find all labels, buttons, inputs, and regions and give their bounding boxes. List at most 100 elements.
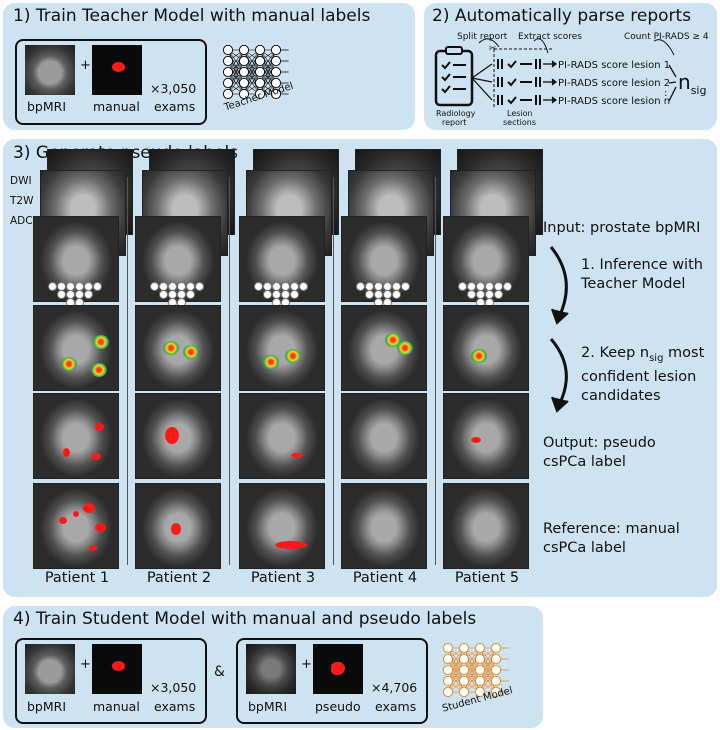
- heatmap-blob: [93, 335, 109, 349]
- step-reference: Reference: manual csPCa label: [543, 521, 680, 556]
- network-edge: [479, 658, 497, 693]
- lesion-sections-label: Lesion: [507, 109, 533, 118]
- step-inference: 1. Inference with Teacher Model: [581, 257, 703, 292]
- reference-label-scan: [341, 483, 427, 569]
- network-node: [195, 282, 204, 291]
- network-node: [442, 653, 454, 665]
- heatmap-blob: [163, 341, 179, 355]
- pseudo-label-scan: [239, 393, 325, 479]
- plus-sign: +: [80, 657, 91, 672]
- network-node: [270, 55, 282, 67]
- network-node: [299, 282, 308, 291]
- teacher-model-mini-icon: [254, 282, 309, 308]
- heatmap-blob: [397, 341, 413, 355]
- bpmri-label: bpMRI: [27, 99, 67, 114]
- network-node: [458, 675, 470, 687]
- panel-1-title: 1) Train Teacher Model with manual label…: [13, 6, 371, 26]
- network-node: [356, 282, 365, 291]
- pipeline-arrows: [549, 246, 569, 413]
- lesion-mask: [112, 661, 125, 671]
- exam-count-unit: exams: [154, 99, 196, 114]
- n-sig-label: nsig: [678, 70, 706, 97]
- network-node: [238, 55, 250, 67]
- reference-lesion: [83, 503, 95, 513]
- network-edge: [447, 658, 465, 693]
- pseudo-lesion: [95, 423, 104, 431]
- reference-lesion: [95, 523, 106, 532]
- lesion-mask: [331, 662, 345, 675]
- bpmri-label: bpMRI: [27, 699, 67, 714]
- network-node: [254, 66, 266, 78]
- reference-lesion: [89, 545, 97, 551]
- lesion-mask: [112, 62, 125, 72]
- split-report-caption: Split report: [457, 32, 508, 42]
- network-node: [48, 282, 57, 291]
- step-output: Output: pseudo csPCa label: [543, 435, 656, 470]
- sequence-label-dwi: DWI: [10, 175, 32, 187]
- network-node: [494, 290, 503, 299]
- network-node: [442, 664, 454, 676]
- network-node: [263, 290, 272, 299]
- step-2-prefix: 2. Keep n: [581, 345, 650, 361]
- patient-separator: [333, 177, 334, 565]
- reference-label-scan: [443, 483, 529, 569]
- radiology-report-label-2: report: [442, 118, 467, 127]
- heatmap-blob: [91, 363, 107, 377]
- patient-label: Patient 5: [454, 570, 520, 586]
- panel-4-title: 4) Train Student Model with manual and p…: [13, 609, 477, 629]
- heatmap-blob: [61, 357, 77, 371]
- score-line-1: PI-RADS score lesion 1: [558, 60, 671, 71]
- network-node: [254, 88, 266, 100]
- patient-label: Patient 2: [146, 570, 212, 586]
- teacher-training-data-box: [15, 39, 207, 125]
- detection-heatmap: [443, 305, 529, 391]
- heatmap-blob: [263, 355, 279, 369]
- manual-training-data-box: [15, 638, 207, 724]
- reference-label-scan: [135, 483, 221, 569]
- network-node: [222, 77, 234, 89]
- reference-lesion: [275, 541, 307, 549]
- count-rule-caption: Count PI-RADS ≥ 4: [624, 32, 709, 42]
- network-edge: [259, 49, 277, 84]
- network-node: [392, 290, 401, 299]
- network-node: [467, 290, 476, 299]
- pseudo-lesion: [63, 448, 70, 457]
- network-node: [222, 55, 234, 67]
- network-node: [442, 686, 454, 698]
- sequence-label-adc: ADC: [10, 215, 33, 227]
- student-model-network-icon: [442, 642, 509, 698]
- patient-separator: [435, 177, 436, 565]
- network-node: [490, 675, 502, 687]
- heatmap-blob: [183, 345, 199, 359]
- network-node: [474, 686, 486, 698]
- network-node: [474, 675, 486, 687]
- bpmri-label: bpMRI: [248, 699, 288, 714]
- network-node: [270, 66, 282, 78]
- report-parsing-diagram: ✂: [434, 38, 677, 107]
- manual-label: manual: [93, 699, 140, 714]
- pseudo-label: pseudo: [315, 699, 361, 714]
- patient-separator: [229, 177, 230, 565]
- panel-parse-reports: 2) Automatically parse reports Split rep…: [424, 3, 717, 130]
- network-node: [458, 642, 470, 654]
- panel-2-title: 2) Automatically parse reports: [432, 6, 692, 26]
- network-node: [238, 44, 250, 56]
- step-2-subscript: sig: [649, 352, 664, 364]
- detection-heatmap: [239, 305, 325, 391]
- patient-label: Patient 3: [250, 570, 316, 586]
- network-node: [490, 642, 502, 654]
- svg-text:✂: ✂: [489, 44, 497, 54]
- network-node: [458, 282, 467, 291]
- network-node: [238, 77, 250, 89]
- network-edge: [463, 647, 481, 682]
- detection-heatmap: [33, 305, 119, 391]
- network-node: [270, 44, 282, 56]
- bpmri-thumbnail: [246, 644, 296, 694]
- reference-lesion: [73, 511, 79, 517]
- network-edge: [259, 60, 277, 95]
- network-node: [474, 642, 486, 654]
- network-edge: [479, 647, 497, 682]
- pseudo-lesion: [291, 453, 303, 458]
- pseudo-exam-unit: exams: [375, 699, 417, 714]
- heatmap-blob: [285, 349, 301, 363]
